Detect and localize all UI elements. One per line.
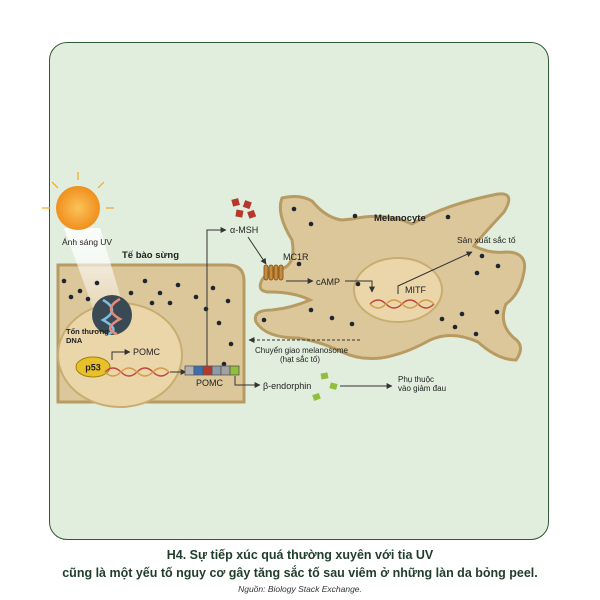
camp-label: cAMP bbox=[316, 277, 340, 287]
alpha-msh-to-mc1r-arrow bbox=[247, 236, 267, 265]
mc1r-label: MC1R bbox=[283, 252, 309, 262]
alpha-msh-molecules bbox=[231, 198, 257, 219]
melanocyte-melanin-dots bbox=[261, 206, 501, 337]
mitf-to-pigment-arrow bbox=[397, 251, 473, 294]
uv-light-label: Ánh sáng UV bbox=[62, 237, 112, 247]
beta-endorphin-molecules bbox=[312, 372, 338, 401]
melanocyte-dna bbox=[369, 299, 435, 309]
caption-line1: H4. Sự tiếp xúc quá thường xuyên với tia… bbox=[166, 548, 434, 562]
pain-relief-label-line2: vào giảm đau bbox=[398, 384, 446, 393]
pain-relief-label-line1: Phụ thuộc bbox=[398, 375, 434, 384]
melanocyte-label: Melanocyte bbox=[374, 213, 426, 224]
pomc-protein bbox=[184, 365, 240, 376]
mc1r-receptor bbox=[263, 264, 284, 281]
keratinocyte-label: Tế bào sừng bbox=[122, 250, 179, 261]
caption-source: Nguồn: Biology Stack Exchange. bbox=[238, 584, 362, 594]
caption-line2: cũng là một yếu tố nguy cơ gây tăng sắc … bbox=[62, 566, 538, 580]
p53-label: p53 bbox=[85, 363, 101, 373]
melanosome-transfer-label-line2: (hạt sắc tố) bbox=[280, 355, 320, 364]
pomc-to-beta-endorphin-arrow bbox=[234, 376, 261, 388]
p53-protein bbox=[75, 356, 111, 378]
pomc-to-alpha-msh-arrow bbox=[206, 227, 227, 366]
mitf-label: MITF bbox=[405, 285, 426, 295]
p53-to-pomc-arrow bbox=[111, 349, 131, 360]
melanosome-transfer-label-line1: Chuyển giao melanosome bbox=[255, 346, 348, 355]
pigment-production-label: Sản xuất sắc tố bbox=[457, 235, 516, 245]
camp-to-mitf-arrow bbox=[345, 280, 375, 293]
sun-icon bbox=[42, 172, 114, 230]
beta-endorphin-label: β-endorphin bbox=[263, 381, 311, 391]
pomc-protein-label: POMC bbox=[196, 378, 224, 388]
pomc-gene-label: POMC bbox=[133, 347, 161, 357]
dna-damage-icon bbox=[92, 295, 132, 336]
alpha-msh-label: α-MSH bbox=[230, 225, 258, 235]
dna-damage-label-line1: Tổn thương bbox=[66, 327, 109, 336]
dna-damage-label-line2: DNA bbox=[66, 336, 83, 345]
dna-strand bbox=[104, 367, 170, 377]
